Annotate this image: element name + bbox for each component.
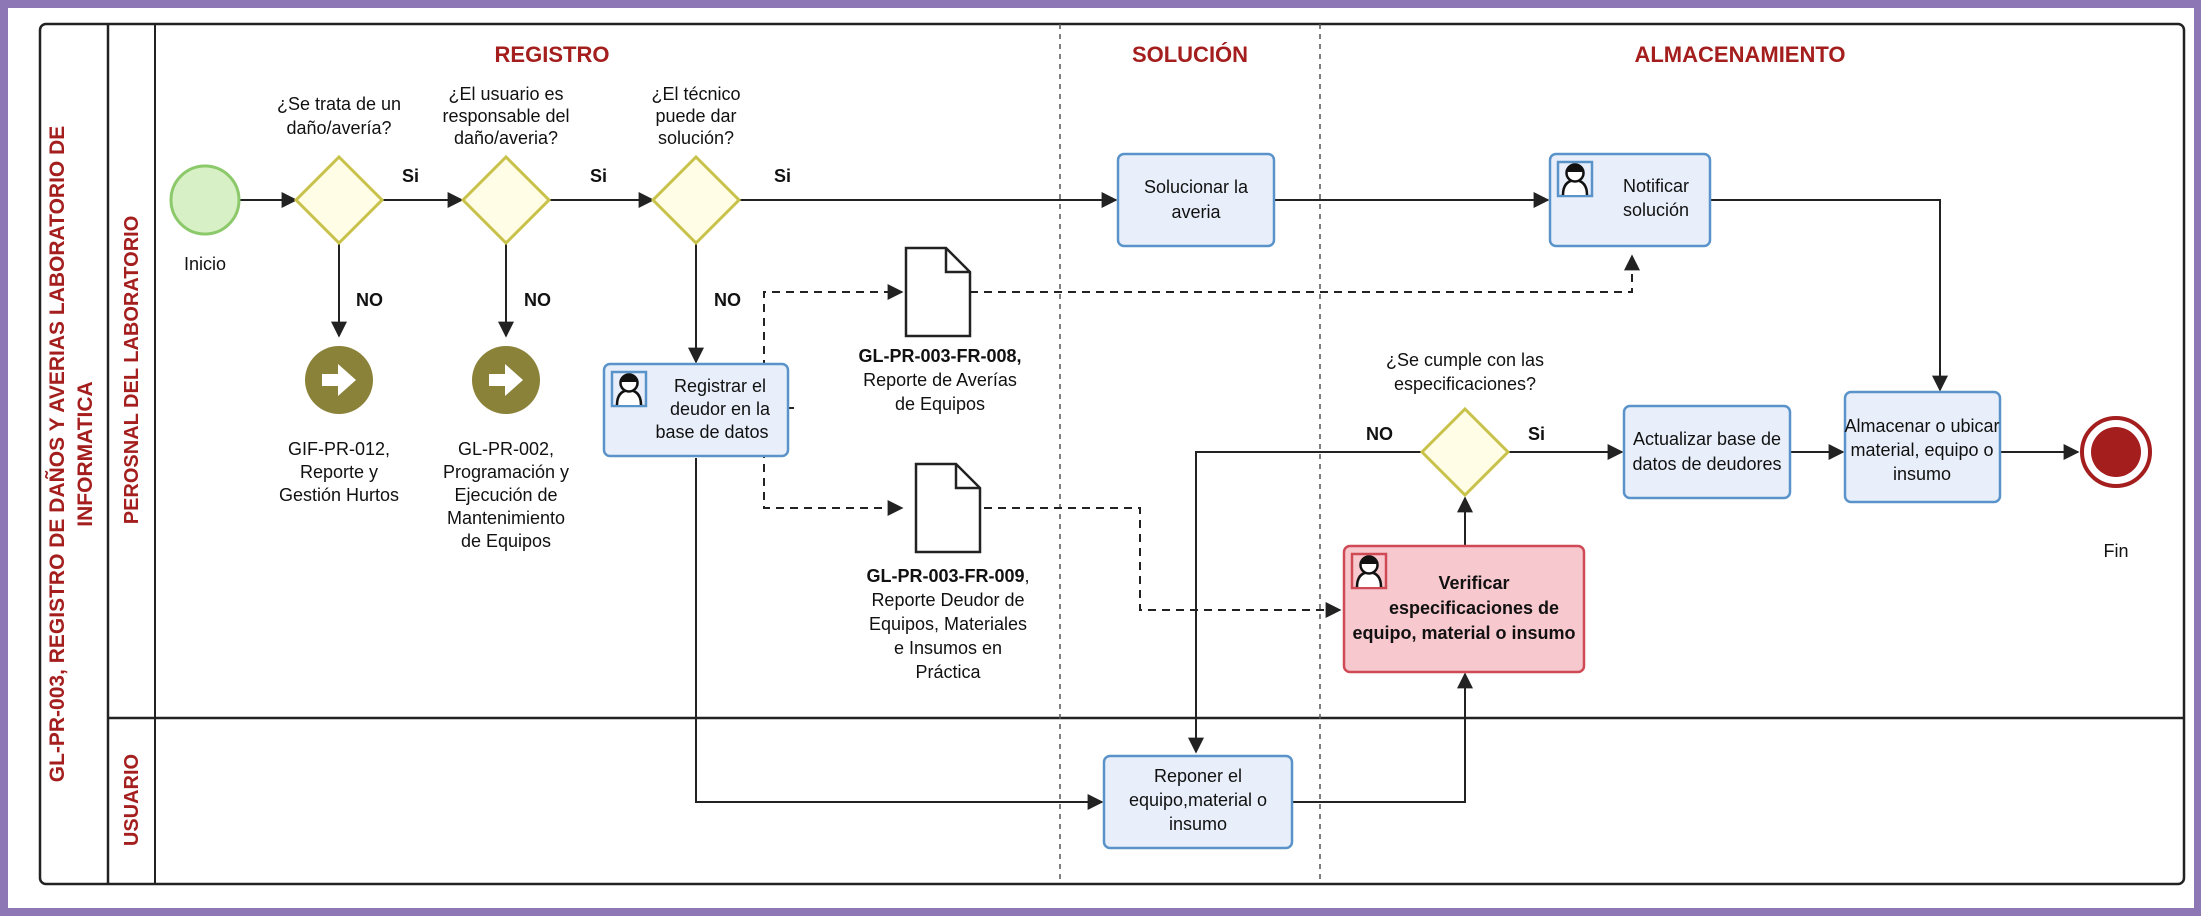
lane-title-usuario: USUARIO	[121, 754, 143, 846]
pool	[38, 22, 2186, 886]
svg-text:Reporte de Averías: Reporte de Averías	[863, 370, 1017, 390]
svg-text:puede dar: puede dar	[655, 106, 736, 126]
svg-text:Reporte y: Reporte y	[300, 462, 378, 482]
user-icon	[1556, 160, 1594, 198]
gateway-g1	[293, 154, 385, 246]
link-event-1	[305, 346, 373, 414]
svg-text:base de datos: base de datos	[655, 422, 768, 442]
svg-text:daño/avería?: daño/avería?	[286, 118, 391, 138]
svg-text:¿El técnico: ¿El técnico	[651, 84, 740, 104]
svg-text:deudor en la: deudor en la	[670, 399, 771, 419]
gateway-g3-yes-label: Si	[774, 166, 791, 186]
flow-reponer-verificar	[1292, 672, 1473, 803]
end-label: Fin	[2103, 541, 2128, 561]
phase-title-registro: REGISTRO	[495, 42, 610, 67]
svg-text:GL-PR-003-FR-009,: GL-PR-003-FR-009,	[866, 566, 1029, 586]
gateway-g4	[1419, 406, 1511, 498]
task-actualizar: Actualizar base de datos de deudores	[1622, 404, 1792, 500]
svg-text:Equipos, Materiales: Equipos, Materiales	[869, 614, 1027, 634]
gateway-g2-yes-label: Si	[590, 166, 607, 186]
svg-text:Verificar: Verificar	[1438, 573, 1509, 593]
arrow-right-icon	[489, 364, 523, 396]
svg-text:datos de deudores: datos de deudores	[1632, 454, 1781, 474]
svg-text:de Equipos: de Equipos	[895, 394, 985, 414]
svg-text:averia: averia	[1171, 202, 1221, 222]
svg-text:Notificar: Notificar	[1623, 176, 1689, 196]
svg-text:GIF-PR-012,: GIF-PR-012,	[288, 439, 390, 459]
flow-registrar-reponer	[695, 458, 1104, 810]
gateway-g2-no-label: NO	[524, 290, 551, 310]
svg-text:insumo: insumo	[1169, 814, 1227, 834]
start-event	[169, 164, 241, 236]
svg-text:especificaciones?: especificaciones?	[1394, 374, 1536, 394]
svg-text:e Insumos en: e Insumos en	[894, 638, 1002, 658]
gateway-g1-yes-label: Si	[402, 166, 419, 186]
phase-title-almacenamiento: ALMACENAMIENTO	[1634, 42, 1845, 67]
svg-text:responsable del: responsable del	[442, 106, 569, 126]
document-1-label: GL-PR-003-FR-008, Reporte de Averías de …	[858, 346, 1021, 414]
task-solucionar: Solucionar la averia	[1116, 152, 1276, 248]
svg-text:Gestión Hurtos: Gestión Hurtos	[279, 485, 399, 505]
svg-text:material, equipo o: material, equipo o	[1850, 440, 1993, 460]
lane-title-personal: PEROSNAL DEL LABORATORIO	[121, 216, 143, 525]
task-notificar: Notificar solución	[1548, 152, 1712, 248]
task-verificar: Verificar especificaciones de equipo, ma…	[1342, 544, 1586, 674]
task-reponer: Reponer el equipo,material o insumo	[1102, 754, 1294, 850]
assoc-doc2-verificar	[984, 507, 1342, 618]
flow-notificar-almacenar	[1710, 199, 1948, 392]
svg-text:Reponer el: Reponer el	[1154, 766, 1242, 786]
gateway-g2	[460, 154, 552, 246]
svg-text:daño/averia?: daño/averia?	[454, 128, 558, 148]
gateway-g4-yes-label: Si	[1528, 424, 1545, 444]
gateway-g3-question: ¿El técnico puede dar solución?	[651, 84, 740, 148]
svg-text:Mantenimiento: Mantenimiento	[447, 508, 565, 528]
gateway-g1-no-label: NO	[356, 290, 383, 310]
gateway-g4-question: ¿Se cumple con las especificaciones?	[1386, 350, 1544, 394]
document-icon-2	[914, 462, 982, 554]
svg-text:Ejecución de: Ejecución de	[454, 485, 557, 505]
task-almacenar: Almacenar o ubicar material, equipo o in…	[1843, 390, 2002, 504]
link-event-2-label: GL-PR-002, Programación y Ejecución de M…	[443, 439, 569, 551]
link-event-2	[472, 346, 540, 414]
user-icon	[610, 370, 648, 408]
start-label: Inicio	[184, 254, 226, 274]
svg-text:¿El usuario es: ¿El usuario es	[448, 84, 563, 104]
svg-text:¿Se cumple con las: ¿Se cumple con las	[1386, 350, 1544, 370]
task-registrar: Registrar el deudor en la base de datos	[602, 362, 790, 458]
link-event-1-label: GIF-PR-012, Reporte y Gestión Hurtos	[279, 439, 399, 505]
svg-text:GL-PR-002,: GL-PR-002,	[458, 439, 554, 459]
svg-text:Práctica: Práctica	[915, 662, 981, 682]
svg-text:de Equipos: de Equipos	[461, 531, 551, 551]
svg-text:equipo, material o insumo: equipo, material o insumo	[1352, 623, 1575, 643]
phase-title-solucion: SOLUCIÓN	[1132, 42, 1248, 67]
svg-text:GL-PR-003-FR-008,: GL-PR-003-FR-008,	[858, 346, 1021, 366]
pool-title-line1: GL-PR-003, REGISTRO DE DAÑOS Y AVERIAS L…	[46, 126, 69, 783]
end-event	[2080, 416, 2152, 488]
document-icon-1	[904, 246, 972, 338]
svg-text:especificaciones de: especificaciones de	[1389, 598, 1559, 618]
pool-title-line2: INFORMATICA	[74, 381, 97, 526]
gateway-g3	[650, 154, 742, 246]
flow-g4-no-reponer	[1188, 451, 1422, 754]
svg-text:equipo,material o: equipo,material o	[1129, 790, 1267, 810]
svg-text:Solucionar la: Solucionar la	[1144, 177, 1249, 197]
svg-text:¿Se trata de un: ¿Se trata de un	[277, 94, 401, 114]
svg-text:Programación y: Programación y	[443, 462, 569, 482]
svg-text:solución: solución	[1623, 200, 1689, 220]
svg-text:Almacenar o ubicar: Almacenar o ubicar	[1844, 416, 1999, 436]
svg-text:Actualizar base de: Actualizar base de	[1633, 429, 1781, 449]
user-icon	[1350, 552, 1388, 590]
assoc-doc1-notificar	[970, 254, 1640, 293]
svg-text:solución?: solución?	[658, 128, 734, 148]
gateway-g4-no-label: NO	[1366, 424, 1393, 444]
gateway-g1-question: ¿Se trata de un daño/avería?	[277, 94, 401, 138]
svg-text:Reporte Deudor de: Reporte Deudor de	[871, 590, 1024, 610]
gateway-g3-no-label: NO	[714, 290, 741, 310]
document-2-label: GL-PR-003-FR-009, Reporte Deudor de Equi…	[866, 566, 1029, 682]
svg-text:insumo: insumo	[1893, 464, 1951, 484]
gateway-g2-question: ¿El usuario es responsable del daño/aver…	[442, 84, 569, 148]
arrow-right-icon	[322, 364, 356, 396]
svg-text:Registrar el: Registrar el	[674, 376, 766, 396]
